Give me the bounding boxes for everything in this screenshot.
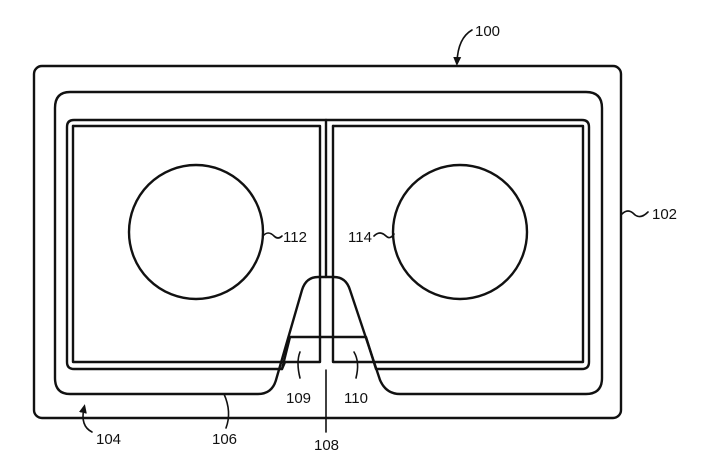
label-106: 106 xyxy=(212,431,237,448)
leader-106 xyxy=(224,394,229,428)
label-110: 110 xyxy=(344,390,368,407)
leader-100 xyxy=(457,30,472,62)
left-lens xyxy=(129,165,263,299)
left-lens-panel-side xyxy=(73,126,282,362)
label-104: 104 xyxy=(96,431,121,448)
right-lens xyxy=(393,165,527,299)
lens-board-outline xyxy=(67,120,589,369)
leader-110 xyxy=(354,352,358,378)
label-112: 112 xyxy=(283,229,307,246)
label-102: 102 xyxy=(652,206,677,223)
left-lens-panel xyxy=(73,126,320,369)
label-100: 100 xyxy=(475,23,500,40)
inner-frame-with-nose-cutout xyxy=(55,92,602,394)
leader-104 xyxy=(83,408,92,432)
label-108: 108 xyxy=(314,437,339,454)
leader-112 xyxy=(263,233,282,238)
label-114: 114 xyxy=(348,229,372,246)
label-109: 109 xyxy=(286,390,311,407)
leader-114 xyxy=(374,233,394,238)
leader-102 xyxy=(622,211,648,217)
leader-109 xyxy=(298,352,300,378)
